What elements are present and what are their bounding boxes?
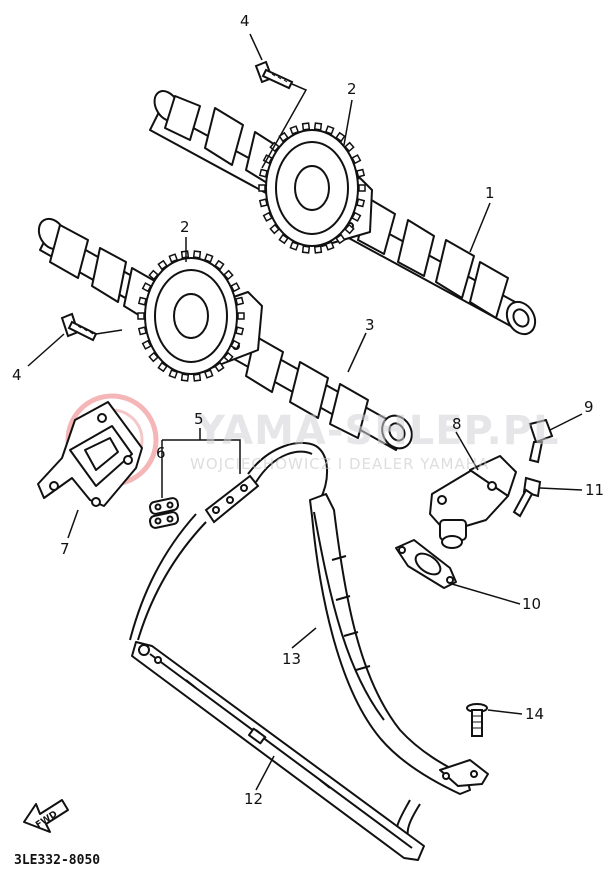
callout-6: 6 [156, 444, 166, 462]
chain-guide-rail [131, 641, 425, 861]
callout-4-upper: 4 [240, 12, 250, 30]
sprocket-tooth [141, 339, 152, 350]
sprocket-tooth [203, 369, 214, 379]
callout-7: 7 [60, 540, 70, 558]
cam-chain-tensioner [429, 455, 517, 549]
sprocket-tooth [157, 259, 168, 271]
sprocket-tooth [289, 125, 300, 135]
callout-10: 10 [522, 595, 542, 613]
sprocket-tooth [356, 198, 366, 208]
callout-4-lower: 4 [12, 366, 22, 384]
sprocket-tooth [203, 253, 214, 263]
sprocket-tooth [223, 351, 234, 363]
callout-1: 1 [485, 184, 495, 202]
sprocket-tooth [223, 269, 234, 281]
sprocket-tooth [344, 141, 355, 153]
callout-12: 12 [244, 790, 264, 808]
sprocket-tooth [313, 245, 323, 254]
sprocket-tooth [351, 211, 362, 222]
callout-2-lower: 2 [180, 218, 190, 236]
forward-arrow-icon [23, 799, 69, 833]
callout-5: 5 [194, 410, 204, 428]
sprocket-tooth [278, 233, 289, 245]
callout-14: 14 [525, 705, 545, 723]
sprocket-tooth [358, 184, 366, 192]
callout-2-upper: 2 [347, 80, 357, 98]
sprocket-tooth [335, 131, 346, 143]
callout-13: 13 [282, 650, 302, 668]
sprocket-tooth [180, 373, 190, 382]
callout-8: 8 [452, 415, 462, 433]
chain-guide-stopper [37, 401, 143, 507]
sprocket-tooth [262, 211, 273, 222]
sprocket-tooth [214, 259, 225, 271]
diagram-code: 3LE332-8050 [14, 853, 101, 868]
sprocket-tooth [258, 168, 268, 178]
lower-cam-sprocket [137, 250, 245, 382]
sprocket-tooth [137, 312, 145, 320]
sprocket-tooth [313, 122, 323, 131]
sprocket-bolt-upper [254, 60, 294, 90]
leader-lines [27, 33, 583, 791]
watermark-title: YAMA-SHLEP.PL [196, 408, 560, 454]
sprocket-tooth [141, 282, 152, 293]
sprocket-tooth [230, 339, 241, 350]
sprocket-tooth [168, 369, 179, 379]
sprocket-tooth [192, 373, 202, 382]
sprocket-tooth [301, 122, 311, 131]
sprocket-tooth [356, 168, 366, 178]
cam-chain [129, 442, 421, 843]
sprocket-tooth [289, 241, 300, 251]
sprocket-tooth [148, 351, 159, 363]
sprocket-tooth [258, 198, 268, 208]
sprocket-tooth [168, 253, 179, 263]
callout-9: 9 [584, 398, 594, 416]
watermark-subtitle: WOJCIECHOWICZ I DEALER YAMAHA [190, 455, 490, 473]
sprocket-tooth [230, 282, 241, 293]
sprocket-tooth [148, 269, 159, 281]
tensioner-gasket [395, 539, 457, 589]
sprocket-tooth [324, 125, 335, 135]
callout-3: 3 [365, 316, 375, 334]
chain-tensioner-guide [309, 493, 489, 795]
sprocket-tooth [258, 184, 266, 192]
tensioner-mount-bolt [512, 476, 542, 518]
sprocket-tooth [137, 296, 147, 306]
sprocket-bolt-lower [60, 312, 98, 342]
sprocket-tooth [301, 245, 311, 254]
chain-master-link [204, 474, 260, 524]
sprocket-tooth [324, 241, 335, 251]
sprocket-tooth [335, 233, 346, 245]
callout-11: 11 [585, 481, 605, 499]
guide-pivot-bolt [466, 703, 488, 737]
sprocket-tooth [180, 250, 190, 259]
sprocket-tooth [344, 223, 355, 235]
sprocket-tooth [235, 296, 245, 306]
sprocket-tooth [214, 361, 225, 373]
upper-cam-sprocket [258, 122, 366, 254]
sprocket-tooth [137, 326, 147, 336]
sprocket-tooth [351, 154, 362, 165]
tensioner-cap-bolt [528, 418, 554, 464]
sprocket-tooth [157, 361, 168, 373]
sprocket-tooth [269, 223, 280, 235]
chain-joint-link [148, 497, 180, 529]
sprocket-tooth [237, 312, 245, 320]
sprocket-tooth [192, 250, 202, 259]
sprocket-tooth [235, 326, 245, 336]
